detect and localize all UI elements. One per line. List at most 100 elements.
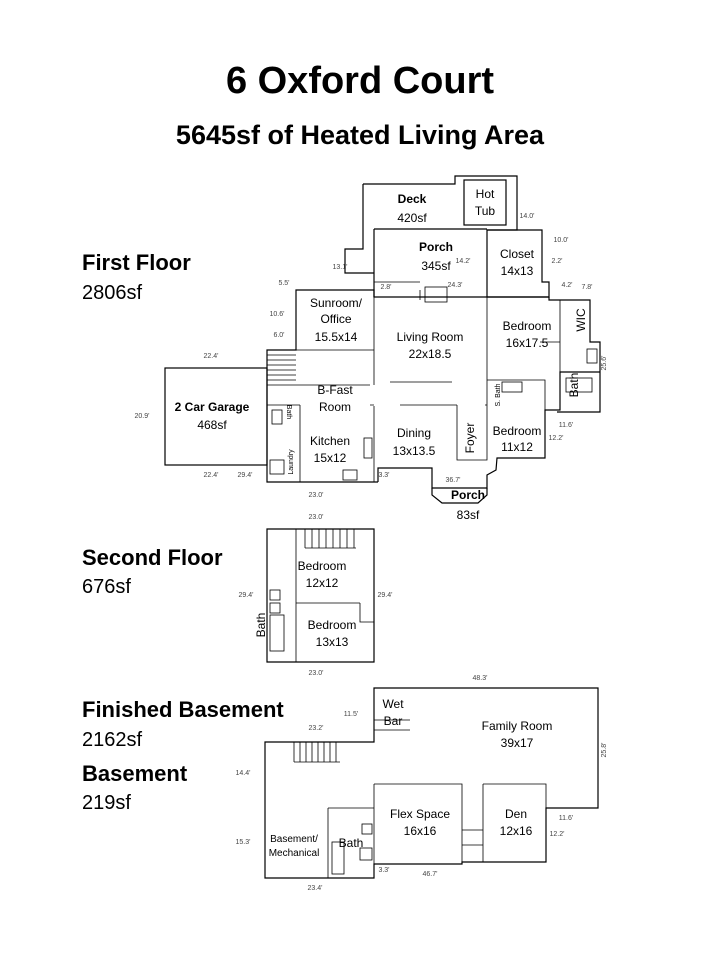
kitchen-label: Kitchen xyxy=(310,434,350,448)
master-bedroom-label: Bedroom xyxy=(503,319,552,333)
finished-basement-area: 2162sf xyxy=(82,729,143,751)
dim-label: 25.8' xyxy=(601,743,608,758)
family-room-label: Family Room xyxy=(482,719,553,733)
second-bedroom-b-label: Bedroom xyxy=(308,618,357,632)
bedroom2-label: Bedroom xyxy=(493,424,542,438)
first-floor-interior-walls xyxy=(267,281,561,482)
second-bedroom-a-size: 12x12 xyxy=(306,576,339,590)
den-size: 12x16 xyxy=(500,824,533,838)
dim-label: 11.6' xyxy=(559,815,573,822)
dim-label: 23.0' xyxy=(309,670,324,677)
dim-label: 2.8' xyxy=(380,284,391,291)
dim-label: 2.2' xyxy=(551,258,562,265)
master-bedroom-size: 16x17.5 xyxy=(506,336,549,350)
first-floor-area: 2806sf xyxy=(82,282,143,304)
sunroom-size: 15.5x14 xyxy=(315,330,358,344)
dim-label: 14.0' xyxy=(520,213,535,220)
first-floor-fixtures xyxy=(269,286,598,481)
basement-area: 219sf xyxy=(82,792,131,814)
mechanical-label-2: Mechanical xyxy=(269,848,320,859)
half-bath-label: Bath xyxy=(285,405,292,420)
dim-label: 5.5' xyxy=(278,280,289,287)
bfast-label-2: Room xyxy=(319,400,351,414)
dim-label: 29.4' xyxy=(378,592,393,599)
basement-bath-label: Bath xyxy=(339,836,364,850)
second-bedroom-b-size: 13x13 xyxy=(316,635,349,649)
master-bath-label: Bath xyxy=(567,373,581,398)
dim-label: 12.2' xyxy=(549,435,564,442)
dim-label: 48.3' xyxy=(473,675,488,682)
closet-label: Closet xyxy=(500,247,535,261)
closet-size: 14x13 xyxy=(501,264,534,278)
living-room-label: Living Room xyxy=(397,330,464,344)
dim-label: 10.0' xyxy=(554,237,569,244)
dim-label: 11.6' xyxy=(559,422,573,429)
dim-label: 22.4' xyxy=(204,472,219,479)
second-floor-fixtures xyxy=(269,589,285,652)
garage-size: 468sf xyxy=(197,418,227,432)
hot-tub-label-1: Hot xyxy=(476,187,495,201)
sunroom-label-1: Sunroom/ xyxy=(310,296,363,310)
dim-label: 23.4' xyxy=(308,885,323,892)
s-bath-label: S. Bath xyxy=(495,383,502,406)
bfast-label-1: B-Fast xyxy=(317,383,353,397)
page-title: 6 Oxford Court xyxy=(225,60,495,102)
dim-label: 3.3' xyxy=(378,867,389,874)
finished-basement-label: Finished Basement xyxy=(82,697,284,722)
foyer-label: Foyer xyxy=(463,423,477,454)
mechanical-label-1: Basement/ xyxy=(270,834,318,845)
second-floor-label: Second Floor xyxy=(82,545,223,570)
first-floor-stairs xyxy=(267,354,296,381)
dim-label: 11.5' xyxy=(344,711,358,718)
second-bedroom-a-label: Bedroom xyxy=(298,559,347,573)
laundry-label: Laundry xyxy=(288,449,295,475)
basement-interior-walls xyxy=(327,719,547,878)
dim-label: 23.0' xyxy=(309,492,324,499)
dim-label: 13.1' xyxy=(333,264,348,271)
dim-label: 29.4' xyxy=(239,592,254,599)
first-floor-label: First Floor xyxy=(82,250,191,275)
kitchen-size: 15x12 xyxy=(314,451,347,465)
basement-plan: Wet Bar Family Room 39x17 Flex Space 16x… xyxy=(236,675,608,892)
front-porch-size: 83sf xyxy=(457,508,480,522)
dim-label: 20.9' xyxy=(135,413,150,420)
hot-tub-label-2: Tub xyxy=(475,204,496,218)
hot-tub xyxy=(463,179,507,226)
dim-label: 22.4' xyxy=(204,353,219,360)
dim-label: 10.6' xyxy=(270,311,285,318)
back-porch-size: 345sf xyxy=(421,259,451,273)
wet-bar-label-1: Wet xyxy=(382,697,404,711)
dim-label: 3.3' xyxy=(378,472,389,479)
front-porch-outline xyxy=(431,488,488,504)
second-floor-plan: Bedroom 12x12 Bedroom 13x13 Bath 23.0' 2… xyxy=(239,514,393,677)
front-porch-label: Porch xyxy=(451,488,485,502)
page-subtitle: 5645sf of Heated Living Area xyxy=(175,120,545,150)
dim-label: 29.4' xyxy=(238,472,253,479)
dim-label: 4.2' xyxy=(561,282,572,289)
dim-label: 46.7' xyxy=(423,871,438,878)
second-floor-area: 676sf xyxy=(82,576,131,598)
second-bath-label: Bath xyxy=(254,613,268,638)
dim-label: 12.2' xyxy=(550,831,565,838)
dim-label: 7.8' xyxy=(581,284,592,291)
dining-size: 13x13.5 xyxy=(393,444,436,458)
dim-label: 24.3' xyxy=(448,282,463,289)
garage-outline xyxy=(164,367,268,466)
dining-label: Dining xyxy=(397,426,431,440)
back-porch-label: Porch xyxy=(419,240,453,254)
dim-label: 36.7' xyxy=(446,477,461,484)
dim-label: 25.6' xyxy=(601,356,608,371)
first-floor-plan: Deck 420sf Hot Tub Porch 345sf Closet 14… xyxy=(135,175,608,522)
dim-label: 14.2' xyxy=(456,258,471,265)
flex-space-size: 16x16 xyxy=(404,824,437,838)
dim-label: 6.0' xyxy=(273,332,284,339)
basement-stairs xyxy=(293,742,340,763)
wet-bar-label-2: Bar xyxy=(384,714,403,728)
living-room-size: 22x18.5 xyxy=(409,347,452,361)
deck-size: 420sf xyxy=(397,211,427,225)
garage-label: 2 Car Garage xyxy=(175,400,250,414)
sunroom-label-2: Office xyxy=(320,312,351,326)
flex-space-label: Flex Space xyxy=(390,807,450,821)
deck-label: Deck xyxy=(398,192,427,206)
dim-label: 15.3' xyxy=(236,839,251,846)
